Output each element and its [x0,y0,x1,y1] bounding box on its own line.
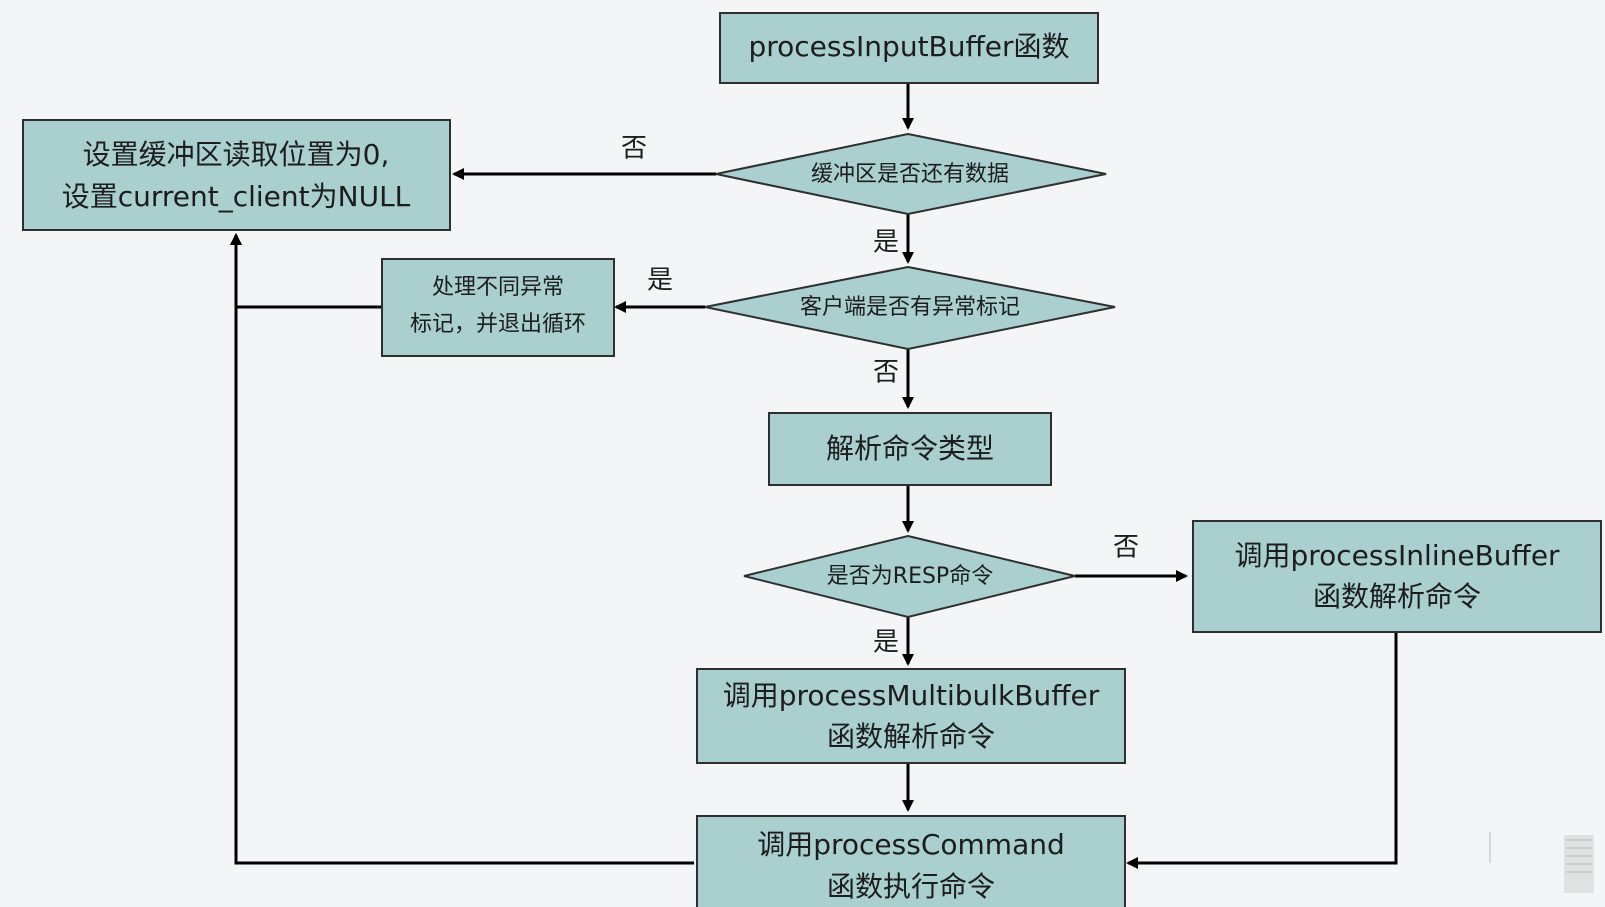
node-process-input-buffer: processInputBuffer函数 [719,12,1099,84]
node-reset-buffer-line2: 设置current_client为NULL [62,180,411,213]
corner-artifact [1489,832,1594,893]
edge-label-exception-yes: 是 [647,266,673,296]
node-buffer-has-data-label: 缓冲区是否还有数据 [811,162,1009,187]
node-reset-buffer-line1: 设置缓冲区读取位置为0, [83,138,390,171]
edge-label-exception-no: 否 [873,358,899,388]
nodes: processInputBuffer函数 设置缓冲区读取位置为0, 设置curr… [22,12,1602,907]
edge-inline-to-command [1126,632,1398,869]
edge-label-resp-no: 否 [1113,533,1139,563]
node-call-process-command-line1: 调用processCommand [757,828,1065,861]
node-call-inline-buffer-line2: 函数解析命令 [1313,580,1481,613]
edge-labels: 否 是 是 否 否 是 [621,134,1139,658]
node-call-process-command-line2: 函数执行命令 [827,870,995,903]
node-buffer-has-data: 缓冲区是否还有数据 [715,132,1107,216]
node-process-input-buffer-label: processInputBuffer函数 [748,30,1069,63]
edge-handle-to-reset [230,233,382,309]
node-handle-exceptions-line1: 处理不同异常 [432,275,564,300]
node-call-multibulk-buffer-line1: 调用processMultibulkBuffer [723,679,1100,712]
edge-command-to-reset [230,233,694,865]
node-handle-exceptions: 处理不同异常 标记，并退出循环 [381,258,615,357]
node-client-exception-flag: 客户端是否有异常标记 [704,265,1116,351]
edges [230,84,1398,869]
node-parse-command-type: 解析命令类型 [768,412,1052,486]
node-is-resp-command-label: 是否为RESP命令 [827,564,993,589]
edge-label-buffer-yes: 是 [873,228,899,258]
node-parse-command-type-label: 解析命令类型 [826,432,994,465]
node-client-exception-flag-label: 客户端是否有异常标记 [800,295,1020,320]
node-is-resp-command: 是否为RESP命令 [743,534,1076,619]
node-call-inline-buffer: 调用processInlineBuffer 函数解析命令 [1192,520,1602,633]
edge-label-resp-yes: 是 [873,628,899,658]
node-call-inline-buffer-line1: 调用processInlineBuffer [1234,539,1560,572]
node-call-multibulk-buffer-line2: 函数解析命令 [827,720,995,753]
node-handle-exceptions-line2: 标记，并退出循环 [410,312,586,337]
node-reset-buffer: 设置缓冲区读取位置为0, 设置current_client为NULL [22,119,451,231]
edge-label-buffer-no: 否 [621,134,647,164]
node-call-multibulk-buffer: 调用processMultibulkBuffer 函数解析命令 [696,668,1126,764]
node-call-process-command: 调用processCommand 函数执行命令 [696,815,1126,907]
